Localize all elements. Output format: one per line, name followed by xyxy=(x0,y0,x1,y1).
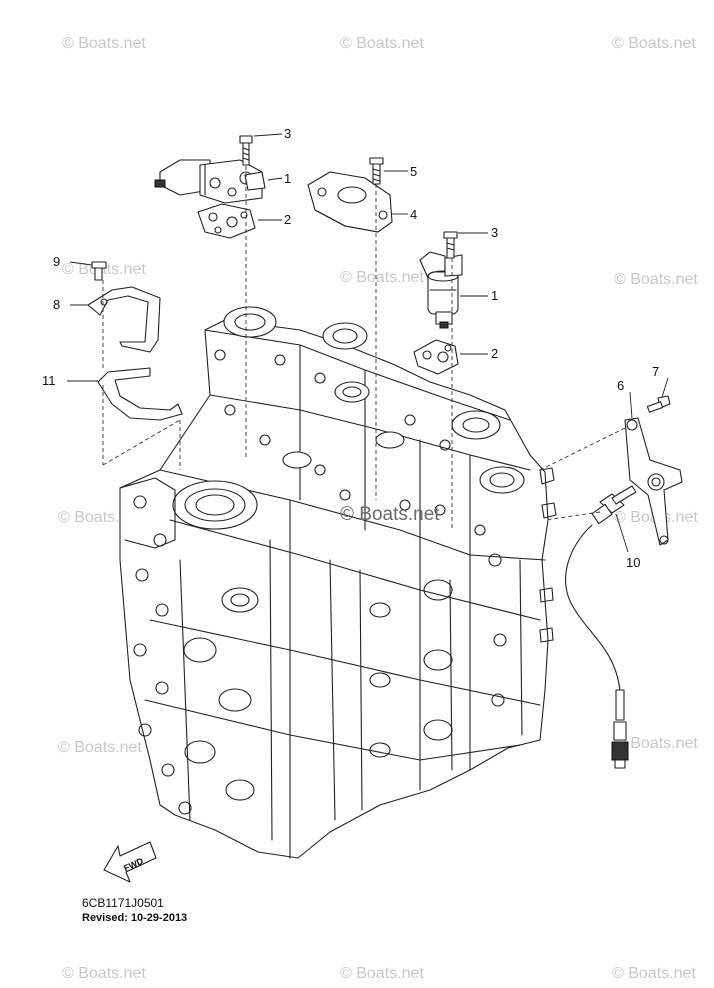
watermark: © Boats.net xyxy=(62,965,146,982)
oil-control-valve-1-right xyxy=(419,251,463,329)
watermark: © Boats.net xyxy=(614,271,698,288)
watermark: © Boats.net xyxy=(62,261,146,278)
callout-6: 6 xyxy=(617,378,624,393)
footer: 6CB1171J0501 Revised: 10-29-2013 xyxy=(82,896,187,925)
callout-11: 11 xyxy=(42,373,56,388)
watermark: © Boats.net xyxy=(340,269,424,286)
gasket-2-right xyxy=(413,339,459,375)
cover-4 xyxy=(307,171,393,233)
watermark: © Boats.net xyxy=(340,965,424,982)
callout-10: 10 xyxy=(626,555,640,570)
gasket-2 xyxy=(197,203,256,239)
callout-7: 7 xyxy=(652,364,659,379)
bracket-8 xyxy=(87,286,161,353)
watermark: © Boats.net xyxy=(612,35,696,52)
callout-5: 5 xyxy=(410,164,417,179)
watermark: © Boats.net xyxy=(612,965,696,982)
callout-3: 3 xyxy=(284,126,291,141)
sensor-10 xyxy=(565,485,637,769)
callout-2-right: 2 xyxy=(491,346,498,361)
callout-4: 4 xyxy=(410,207,417,222)
watermark: © Boats.net xyxy=(62,35,146,52)
watermark: © Boats.net xyxy=(614,735,698,752)
cylinder-head-assembly xyxy=(119,306,557,859)
callout-1-right: 1 xyxy=(491,288,498,303)
bolt-3-right xyxy=(443,231,458,259)
watermark-center: © Boats.net xyxy=(340,504,440,525)
callout-9: 9 xyxy=(53,254,60,269)
bolt-9 xyxy=(91,261,107,281)
leader-lines xyxy=(67,133,669,553)
bolt-7 xyxy=(646,395,671,413)
revised-date: Revised: 10-29-2013 xyxy=(82,912,188,924)
callout-8: 8 xyxy=(53,297,60,312)
callout-1: 1 xyxy=(284,171,291,186)
bolt-5 xyxy=(369,157,384,185)
fwd-arrow-icon: FWD xyxy=(103,841,157,883)
oil-control-valve-1 xyxy=(154,159,266,204)
callout-2: 2 xyxy=(284,212,291,227)
plate-11 xyxy=(97,367,183,421)
watermark: © Boats.net xyxy=(340,35,424,52)
bolt-3 xyxy=(239,135,253,166)
watermark: © Boats.net xyxy=(58,739,142,756)
bracket-6 xyxy=(624,417,683,546)
part-code: 6CB1171J0501 xyxy=(82,896,164,910)
callout-3-right: 3 xyxy=(491,225,498,240)
